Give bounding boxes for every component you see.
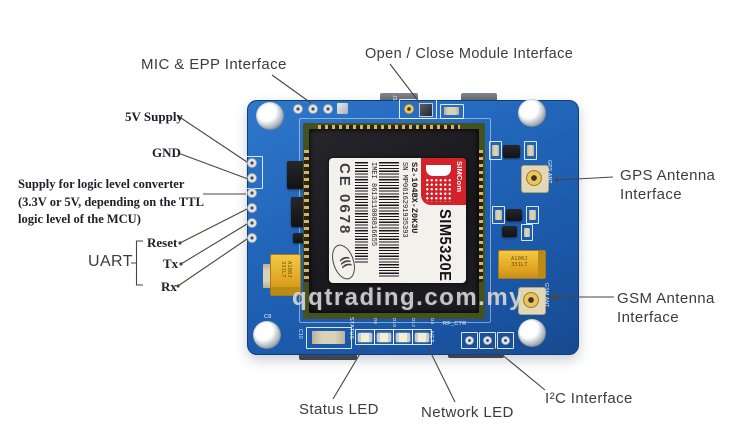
mounting-hole bbox=[518, 319, 546, 347]
serial-number: SN MP0616291935393 bbox=[400, 162, 408, 238]
silkscreen-rf-ctr: RF_CTR bbox=[443, 321, 467, 327]
mounting-hole bbox=[253, 321, 281, 349]
silkscreen-net: NET bbox=[428, 331, 434, 343]
mic-epp-pad bbox=[337, 103, 348, 114]
pad-vio bbox=[247, 188, 257, 198]
smd-component bbox=[440, 104, 464, 119]
castellation-row bbox=[477, 150, 483, 282]
indicator-led bbox=[374, 329, 394, 345]
silkscreen-j3: J3 bbox=[391, 95, 397, 101]
label-gnd: GND bbox=[152, 145, 181, 160]
logic-supply-line3: logic level of the MCU) bbox=[18, 212, 141, 226]
castellation-row bbox=[304, 150, 310, 282]
silkscreen-gps-ant: GPS ANT bbox=[546, 160, 552, 184]
label-gps-antenna: GPS Antenna bbox=[620, 167, 716, 184]
smd-component bbox=[293, 233, 311, 243]
pad-tx bbox=[247, 218, 257, 228]
label-i2c-interface: I²C Interface bbox=[545, 390, 633, 407]
gps-antenna-connector bbox=[521, 165, 549, 193]
tantalum-capacitor: A108J 331LT bbox=[270, 254, 301, 296]
silkscreen-status: STATUS bbox=[348, 317, 354, 340]
smd-component bbox=[526, 206, 539, 224]
module-label-content: SIMCom SIM5320E S2-104BX-Z0K3U SN MP0616… bbox=[329, 158, 466, 283]
i2c-pad bbox=[479, 332, 496, 349]
logic-supply-line2: (3.3V or 5V, depending on the TTL bbox=[18, 194, 204, 209]
label-status-led: Status LED bbox=[299, 401, 379, 418]
smd-component bbox=[492, 206, 505, 224]
mic-epp-pad bbox=[323, 104, 333, 114]
led-label: D4 bbox=[430, 318, 435, 325]
part-number: S2-104BX-Z0K3U bbox=[409, 162, 419, 234]
smd-component bbox=[521, 224, 533, 241]
i2c-pad bbox=[497, 332, 514, 349]
indicator-led bbox=[393, 329, 413, 345]
logic-supply-line1: Supply for logic level converter bbox=[18, 177, 185, 191]
smd-transistor bbox=[506, 209, 522, 221]
ce-mark: CE 0678 bbox=[336, 163, 353, 236]
led-label: D10 bbox=[392, 318, 397, 328]
smd-component bbox=[489, 141, 502, 160]
label-open-close-interface: Open / Close Module Interface bbox=[365, 46, 574, 62]
module-label: SIMCom SIM5320E S2-104BX-Z0K3U SN MP0616… bbox=[329, 158, 466, 283]
mounting-hole bbox=[518, 99, 546, 127]
smd-component bbox=[524, 141, 537, 160]
barcode bbox=[379, 162, 399, 278]
smd-capacitor bbox=[306, 327, 352, 349]
silkscreen-j2: J2 bbox=[241, 247, 246, 253]
rear-connector-tab bbox=[299, 350, 357, 360]
label-5v-supply: 5V Supply bbox=[125, 109, 183, 124]
i2c-pad bbox=[461, 332, 478, 349]
open-close-switch bbox=[419, 103, 433, 117]
smd-transistor bbox=[503, 145, 520, 158]
mic-epp-pad bbox=[308, 104, 318, 114]
network-led bbox=[412, 329, 432, 345]
pad-reset bbox=[247, 203, 257, 213]
label-gps-antenna-2: Interface bbox=[620, 186, 682, 203]
label-logic-supply: Supply for logic level converter (3.3V o… bbox=[18, 176, 213, 229]
rear-connector-tab bbox=[461, 93, 497, 102]
gsm-antenna-connector bbox=[518, 287, 546, 315]
smd-resistor bbox=[263, 264, 272, 288]
open-close-pad bbox=[404, 104, 414, 114]
imei-number: IMEI 861311008816655 bbox=[369, 162, 377, 247]
pad-rx bbox=[247, 233, 257, 243]
label-network-led: Network LED bbox=[421, 404, 514, 421]
status-led bbox=[355, 329, 375, 345]
simcom-logo: SIMCom bbox=[421, 158, 466, 205]
pad-5v bbox=[247, 158, 257, 168]
tantalum-capacitor: A100J 331LT bbox=[498, 250, 546, 279]
watermark: qqtrading.com.my bbox=[292, 284, 525, 311]
model-number: SIM5320E bbox=[436, 209, 453, 282]
led-label: D6 bbox=[373, 318, 378, 325]
silkscreen-c10: C10 bbox=[297, 329, 303, 340]
label-gsm-antenna-2: Interface bbox=[617, 309, 679, 326]
castellation-row bbox=[318, 125, 460, 131]
mic-epp-pad bbox=[293, 104, 303, 114]
simcom-logo-shape bbox=[426, 165, 451, 176]
mounting-hole bbox=[256, 102, 284, 130]
label-uart: UART bbox=[88, 253, 133, 270]
label-tx: Tx bbox=[163, 256, 179, 271]
open-close-connector bbox=[399, 99, 437, 119]
label-rx: Rx bbox=[161, 279, 177, 294]
simcom-brand-text: SIMCom bbox=[455, 161, 464, 193]
barcode bbox=[355, 162, 368, 264]
pad-gnd bbox=[247, 173, 257, 183]
label-reset: Reset bbox=[147, 235, 178, 250]
led-label: D12 bbox=[411, 318, 416, 328]
silkscreen-c8: C8 bbox=[264, 314, 272, 320]
simcom-logo-dots bbox=[425, 178, 452, 202]
label-mic-epp-interface: MIC & EPP Interface bbox=[141, 56, 287, 73]
smd-transistor bbox=[502, 226, 517, 237]
label-gsm-antenna: GSM Antenna bbox=[617, 290, 715, 307]
silkscreen-gsm-ant: GSM ANT bbox=[543, 283, 549, 308]
